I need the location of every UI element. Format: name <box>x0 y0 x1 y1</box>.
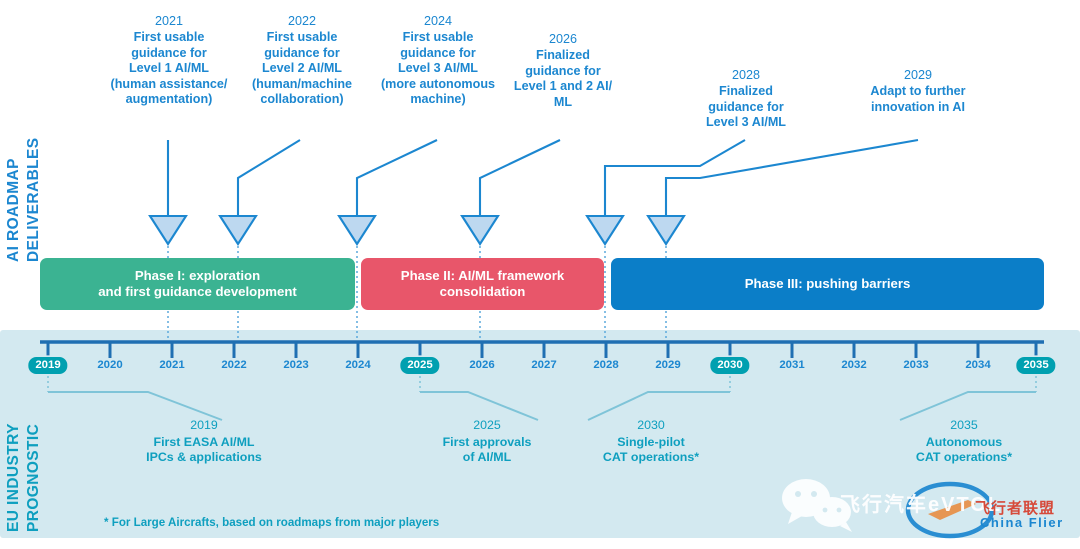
prognostic-line: Autonomous <box>925 434 1003 449</box>
prognostic-year-2019: 2019 <box>190 418 218 432</box>
phase-bar-1[interactable]: Phase I: exploration and first guidance … <box>40 258 355 310</box>
deliverable-year-2021: 2021 <box>154 14 184 28</box>
year-badge-2025[interactable]: 2025 <box>400 357 440 374</box>
year-badge-2030[interactable]: 2030 <box>710 357 750 374</box>
deliverable-line: guidance for <box>131 45 207 60</box>
prognostic-line: CAT operations* <box>602 450 700 464</box>
deliverable-line: (more autonomous <box>380 76 496 91</box>
phase-1-line2: and first guidance development <box>98 284 297 299</box>
prognostic-note-2019: 2019 First EASA AI/ML IPCs & application… <box>104 418 304 466</box>
connector-2028 <box>603 139 746 216</box>
prognostic-note-2035: 2035 Autonomous CAT operations* <box>888 418 1040 466</box>
deliverable-note-2022: 2022 First usable guidance for Level 2 A… <box>240 14 364 108</box>
prognostic-line: IPCs & applications <box>146 450 262 464</box>
deliverable-note-2021: 2021 First usable guidance for Level 1 A… <box>106 14 232 108</box>
year-label-2029[interactable]: 2029 <box>655 359 681 371</box>
prognostic-note-2030: 2030 Single-pilot CAT operations* <box>576 418 726 466</box>
watermark-english-text: China Flier <box>980 515 1064 530</box>
year-label-2024[interactable]: 2024 <box>345 359 371 371</box>
deliverable-line: (human/machine <box>251 76 353 91</box>
watermark-chinese-text: 飞行者联盟 <box>975 500 1056 517</box>
deliverable-line: Finalized <box>719 84 773 99</box>
watermark-overlay-text: 飞行汽车eVTOL <box>840 494 1003 516</box>
connector-2029 <box>664 138 919 216</box>
year-label-2026[interactable]: 2026 <box>469 359 495 371</box>
year-label-2022[interactable]: 2022 <box>221 359 247 371</box>
deliverable-line: Level 1 and 2 AI/ <box>513 79 613 94</box>
deliverable-line: First usable <box>266 30 338 45</box>
prognostic-note-2025: 2025 First approvals of AI/ML <box>422 418 552 466</box>
sidebar-label-roadmap-line2: DELIVERABLES <box>25 137 42 262</box>
prognostic-line: of AI/ML <box>462 450 512 464</box>
arrow-2024 <box>337 214 377 246</box>
deliverable-line: Level 1 AI/ML <box>128 61 209 76</box>
deliverable-line: Adapt to further <box>870 84 966 99</box>
deliverable-note-2024: 2024 First usable guidance for Level 3 A… <box>371 14 505 108</box>
deliverable-year-2022: 2022 <box>287 14 317 28</box>
arrow-2022 <box>218 214 258 246</box>
deliverable-year-2024: 2024 <box>423 14 453 28</box>
prognostic-line: First approvals <box>442 434 532 449</box>
deliverable-line: ML <box>553 94 573 109</box>
connector-2022 <box>236 139 301 216</box>
deliverable-line: First usable <box>402 30 474 45</box>
sidebar-label-prognostic-line1: EU INDUSTRY <box>5 423 22 532</box>
arrowheads <box>148 214 686 246</box>
phase-2-line2: consolidation <box>439 284 526 299</box>
year-badge-2019[interactable]: 2019 <box>28 357 68 374</box>
sidebar-label-prognostic-line2: PROGNOSTIC <box>25 423 42 532</box>
deliverable-line: First usable <box>133 30 205 45</box>
year-label-2021[interactable]: 2021 <box>159 359 185 371</box>
connector-2026 <box>478 139 561 216</box>
prognostic-year-2025: 2025 <box>473 418 501 432</box>
deliverable-line: Level 3 AI/ML <box>397 61 478 76</box>
deliverable-line: guidance for <box>400 45 476 60</box>
year-label-2023[interactable]: 2023 <box>283 359 309 371</box>
footnote-text: * For Large Aircrafts, based on roadmaps… <box>104 516 440 529</box>
year-label-2020[interactable]: 2020 <box>97 359 123 371</box>
arrow-2028 <box>585 214 625 246</box>
deliverable-note-2028: 2028 Finalized guidance for Level 3 AI/M… <box>690 68 802 131</box>
arrow-2026 <box>460 214 500 246</box>
phase-bar-2[interactable]: Phase II: AI/ML framework consolidation <box>361 258 604 310</box>
phase-1-line1: Phase I: exploration <box>134 267 261 283</box>
deliverable-line: Finalized <box>536 48 590 63</box>
deliverable-line: collaboration) <box>260 92 344 107</box>
year-label-2034[interactable]: 2034 <box>965 359 991 371</box>
year-label-2033[interactable]: 2033 <box>903 359 929 371</box>
deliverable-line: augmentation) <box>125 92 213 107</box>
deliverable-note-2026: 2026 Finalized guidance for Level 1 and … <box>508 32 618 110</box>
arrow-2021 <box>148 214 188 246</box>
deliverable-year-2029: 2029 <box>903 68 933 82</box>
phase-bar-3[interactable]: Phase III: pushing barriers <box>611 258 1044 310</box>
deliverable-line: guidance for <box>708 99 784 114</box>
prognostic-year-2030: 2030 <box>637 418 665 432</box>
deliverable-line: (human assistance/ <box>110 76 228 91</box>
prognostic-line: CAT operations* <box>915 450 1013 464</box>
deliverable-line: Level 2 AI/ML <box>261 61 342 76</box>
phase-3-line1: Phase III: pushing barriers <box>744 275 911 291</box>
deliverable-year-2028: 2028 <box>731 68 761 82</box>
deliverable-line: guidance for <box>264 45 340 60</box>
prognostic-line: First EASA AI/ML <box>153 434 255 449</box>
year-label-2027[interactable]: 2027 <box>531 359 557 371</box>
deliverable-note-2029: 2029 Adapt to further innovation in AI <box>848 68 988 115</box>
prognostic-line: Single-pilot <box>617 434 685 449</box>
year-label-2031[interactable]: 2031 <box>779 359 805 371</box>
deliverable-line: guidance for <box>525 63 601 78</box>
phase-2-line1: Phase II: AI/ML framework <box>400 267 565 283</box>
year-label-2028[interactable]: 2028 <box>593 359 619 371</box>
deliverable-line: Level 3 AI/ML <box>705 115 786 130</box>
sidebar-label-roadmap-line1: AI ROADMAP <box>5 158 22 262</box>
deliverable-line: machine) <box>410 92 466 107</box>
connector-2024 <box>355 139 438 216</box>
prognostic-band <box>0 330 1080 538</box>
year-label-2032[interactable]: 2032 <box>841 359 867 371</box>
prognostic-year-2035: 2035 <box>950 418 978 432</box>
deliverable-year-2026: 2026 <box>548 32 578 46</box>
year-badge-2035[interactable]: 2035 <box>1016 357 1056 374</box>
arrow-2029 <box>646 214 686 246</box>
deliverable-line: innovation in AI <box>871 99 965 114</box>
